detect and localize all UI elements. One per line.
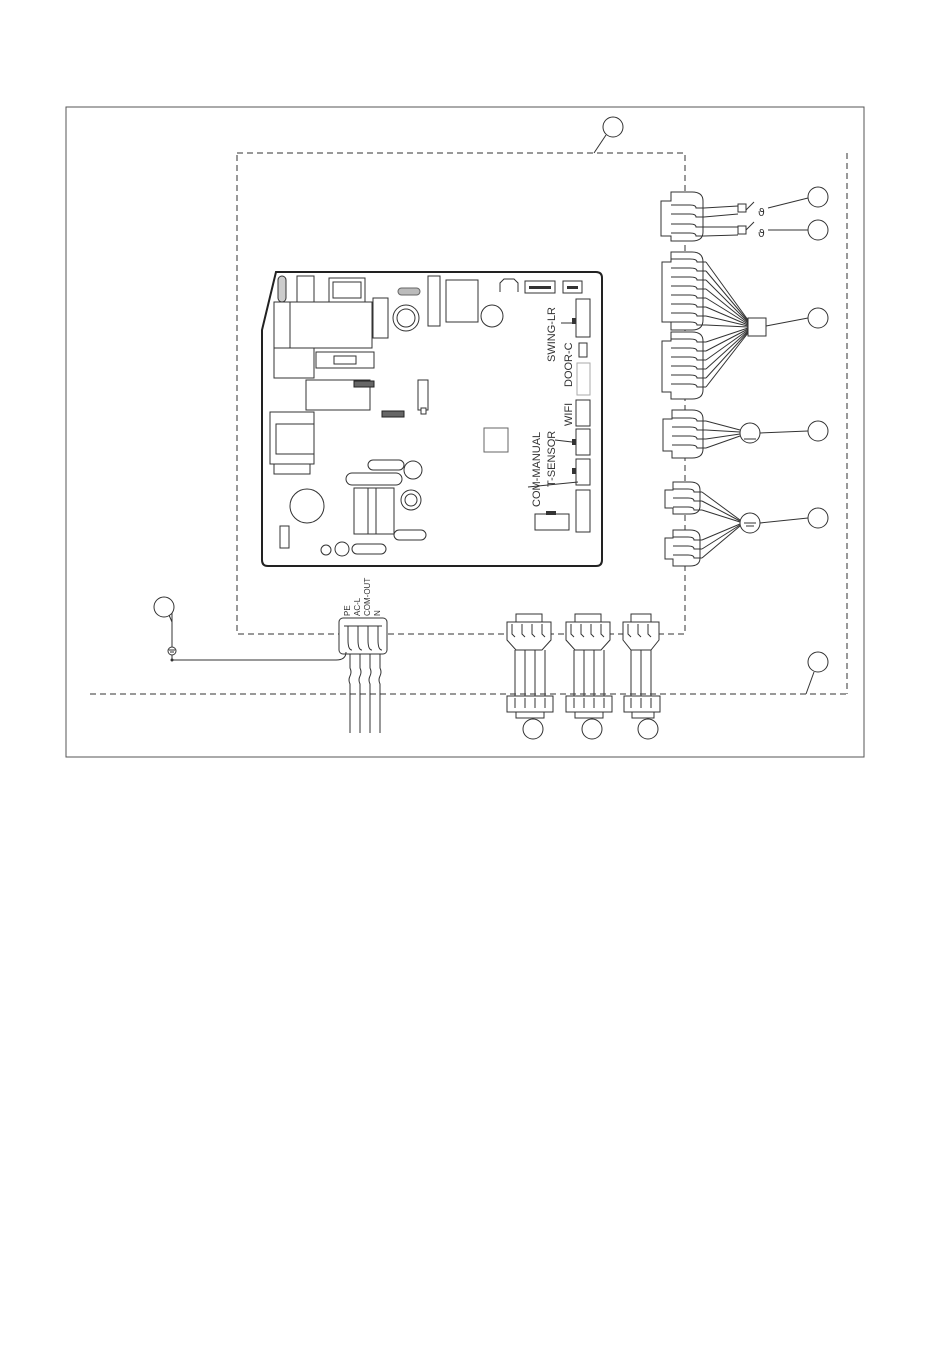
ic-square — [484, 428, 508, 452]
leader-display — [760, 431, 808, 433]
resistor-vertical — [280, 526, 289, 548]
thermistor-1-icon: ϑ — [758, 206, 765, 219]
fuse-holder — [316, 352, 374, 368]
leader-unit-boundary — [806, 672, 814, 694]
stepper-motor-body — [748, 318, 766, 336]
sensor-2-lead — [746, 222, 754, 230]
label-terminal-pe: PE — [343, 605, 352, 616]
label-terminal-n: N — [373, 610, 382, 616]
oval-comp-4 — [352, 544, 386, 554]
leader-control-box — [594, 135, 606, 153]
ground-junction — [171, 659, 174, 662]
leader-stepper — [766, 318, 808, 326]
connector-bottom-wide — [535, 514, 569, 530]
plug-pair-1 — [507, 614, 553, 739]
cap-medium — [401, 490, 421, 510]
relay-block — [373, 298, 388, 338]
sensor-1-body — [738, 204, 746, 212]
label-com-manual: COM-MANUAL — [531, 432, 543, 507]
stepper-fan-wires — [706, 262, 748, 387]
leader-sensor-1 — [768, 198, 808, 208]
sensor-2-body — [738, 226, 746, 234]
sensor-1-lead — [746, 202, 754, 210]
inductor-box — [354, 488, 394, 534]
block-left-mid — [274, 348, 314, 378]
label-t-sensor: T-SENSOR — [546, 431, 558, 487]
connector-swing-lr — [576, 299, 590, 337]
cap-small-3 — [335, 542, 349, 556]
callout-stepper — [808, 308, 828, 328]
right-connectors: ϑ ϑ — [661, 187, 828, 566]
plug-stepper-upper — [662, 252, 703, 330]
capacitor-large — [290, 489, 324, 523]
ground-wire — [172, 612, 346, 660]
oval-comp-3 — [394, 530, 426, 540]
sensor-wires — [704, 206, 738, 236]
plug-pair-3 — [623, 614, 660, 739]
oval-comp-2 — [346, 473, 402, 485]
label-wifi: WIFI — [563, 403, 575, 426]
ground-icon — [168, 647, 176, 655]
cap-small-1 — [404, 461, 422, 479]
connector-t-sensor-tab — [572, 439, 576, 445]
ic-small-2 — [382, 411, 404, 417]
connector-com-manual — [576, 459, 590, 485]
display-component — [740, 423, 760, 443]
callout-ground — [154, 597, 174, 617]
connector-unlabeled — [577, 363, 590, 395]
plug-display — [663, 410, 703, 458]
diode-tip — [421, 408, 426, 414]
cap-small-2 — [321, 545, 331, 555]
header-top-wide-pins — [529, 286, 551, 289]
label-door-c: DOOR-C — [563, 342, 575, 387]
callout-unit-boundary — [808, 652, 828, 672]
capacitor-round-1 — [481, 305, 503, 327]
fuse-component — [278, 276, 286, 302]
callout-control-box — [603, 117, 623, 137]
callout-sensor-2 — [808, 220, 828, 240]
callout-display — [808, 421, 828, 441]
callout-fan — [808, 508, 828, 528]
connector-com-manual-tab — [572, 468, 576, 474]
coil-housing — [270, 412, 314, 464]
label-terminal-ac-l: AC-L — [353, 597, 362, 616]
header-top-narrow-pins — [567, 286, 578, 289]
capacitor-rect — [428, 276, 440, 326]
relay-small — [297, 276, 314, 302]
connector-t-sensor — [576, 429, 590, 455]
coil-base — [274, 464, 310, 474]
power-terminal: N COM-OUT AC-L PE — [154, 578, 387, 733]
connector-bottom-wide-tab — [546, 511, 556, 515]
transformer-small — [446, 280, 478, 322]
indicator-pill — [398, 288, 420, 295]
leader-fan — [760, 518, 808, 523]
connector-bottom-right — [576, 490, 590, 532]
thermistor-2-icon: ϑ — [758, 227, 765, 240]
callout-sensor-1 — [808, 187, 828, 207]
connector-door-c — [579, 343, 587, 357]
plug-fan-lower — [665, 530, 700, 566]
connector-wifi — [576, 400, 590, 426]
diode — [418, 380, 428, 410]
main-pcb: SWING-LR DOOR-C WIFI T-SENSOR COM-MANUAL — [262, 272, 602, 566]
transformer-main — [274, 302, 372, 348]
ic-small-1 — [354, 381, 374, 387]
oval-comp-1 — [368, 460, 404, 470]
label-terminal-com-out: COM-OUT — [363, 578, 372, 616]
plug-pair-2 — [566, 614, 612, 739]
label-swing-lr: SWING-LR — [546, 307, 558, 362]
